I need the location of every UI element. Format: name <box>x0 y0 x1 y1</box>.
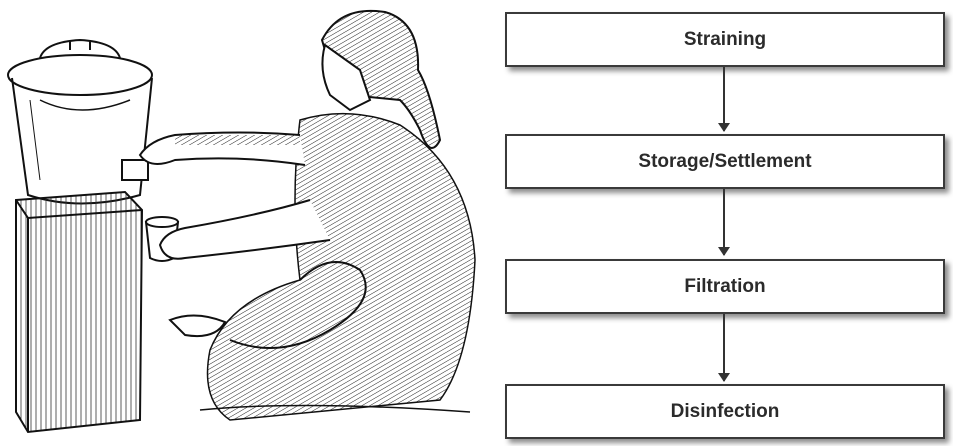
step-label-straining: Straining <box>684 29 766 51</box>
step-label-filtration: Filtration <box>684 276 765 298</box>
arrow-head-icon <box>718 123 730 132</box>
step-label-disinfection: Disinfection <box>671 401 780 423</box>
woman-drawing-water-illustration <box>0 0 480 446</box>
arrow-connector <box>723 314 725 381</box>
arrow-connector <box>723 67 725 131</box>
step-box-filtration: Filtration <box>505 259 945 314</box>
water-treatment-flowchart: Straining Storage/Settlement Filtration … <box>500 0 953 446</box>
step-box-straining: Straining <box>505 12 945 67</box>
woman-icon <box>140 11 475 420</box>
water-container-icon <box>8 40 152 204</box>
stand-icon <box>16 192 142 432</box>
step-box-storage-settlement: Storage/Settlement <box>505 134 945 189</box>
step-label-storage-settlement: Storage/Settlement <box>638 151 811 173</box>
arrow-connector <box>723 189 725 255</box>
arrow-head-icon <box>718 247 730 256</box>
arrow-head-icon <box>718 373 730 382</box>
step-box-disinfection: Disinfection <box>505 384 945 439</box>
